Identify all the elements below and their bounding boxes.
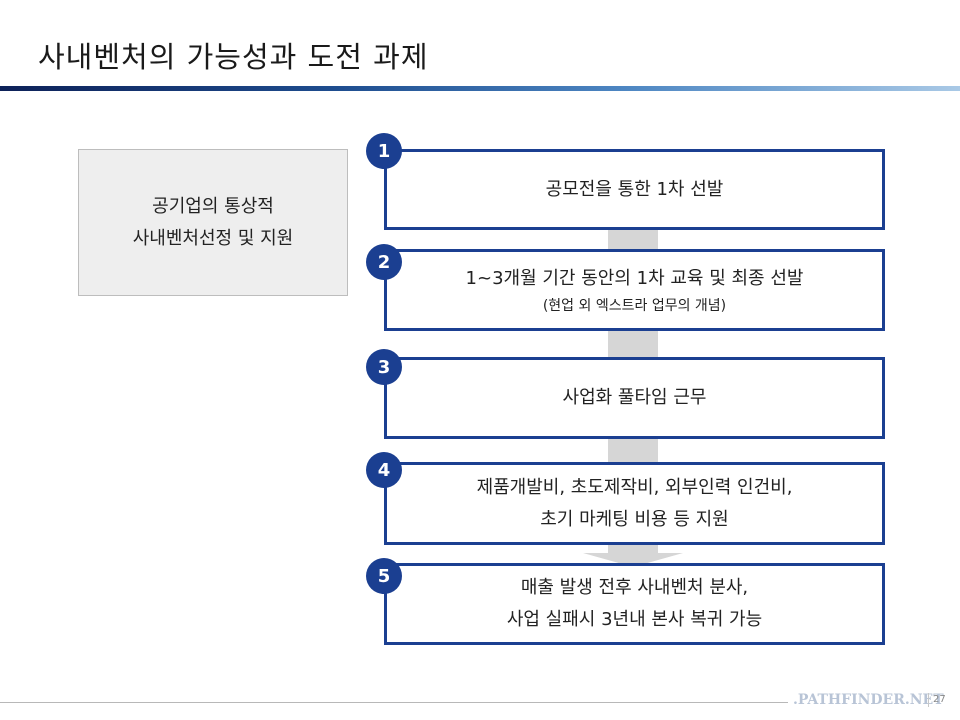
step-3-badge: 3: [366, 349, 402, 385]
overview-box: 공기업의 통상적 사내벤처선정 및 지원: [78, 149, 348, 296]
process-step-5: 매출 발생 전후 사내벤처 분사, 사업 실패시 3년내 본사 복귀 가능: [384, 563, 885, 645]
footer-separator: [928, 693, 929, 707]
step-4-text-line-1: 제품개발비, 초도제작비, 외부인력 인건비,: [476, 476, 793, 498]
step-5-text-line-1: 매출 발생 전후 사내벤처 분사,: [520, 577, 749, 598]
step-1-badge: 1: [366, 133, 402, 169]
step-4-badge: 4: [366, 452, 402, 488]
step-4-text-line-2: 초기 마케팅 비용 등 지원: [540, 508, 729, 530]
step-2-note: (현업 외 엑스트라 업무의 개념): [542, 298, 727, 314]
title-underline: [0, 86, 960, 91]
step-5-badge: 5: [366, 558, 402, 594]
process-step-3: 사업화 풀타임 근무: [384, 357, 885, 439]
overview-line-1: 공기업의 통상적: [152, 195, 274, 217]
slide-title: 사내벤처의 가능성과 도전 과제: [38, 40, 429, 74]
footer-divider: [0, 702, 788, 703]
step-2-text: 1~3개월 기간 동안의 1차 교육 및 최종 선발: [465, 268, 804, 289]
step-3-text: 사업화 풀타임 근무: [562, 387, 707, 408]
step-2-badge: 2: [366, 244, 402, 280]
step-5-text-line-2: 사업 실패시 3년내 본사 복귀 가능: [506, 609, 763, 630]
process-step-2: 1~3개월 기간 동안의 1차 교육 및 최종 선발 (현업 외 엑스트라 업무…: [384, 249, 885, 331]
page-number: 27: [933, 694, 946, 705]
overview-line-2: 사내벤처선정 및 지원: [132, 227, 294, 249]
step-1-text: 공모전을 통한 1차 선발: [545, 178, 724, 200]
footer-logo: .PATHFINDER.NET: [793, 692, 944, 708]
process-step-1: 공모전을 통한 1차 선발: [384, 149, 885, 230]
process-step-4: 제품개발비, 초도제작비, 외부인력 인건비, 초기 마케팅 비용 등 지원: [384, 462, 885, 545]
